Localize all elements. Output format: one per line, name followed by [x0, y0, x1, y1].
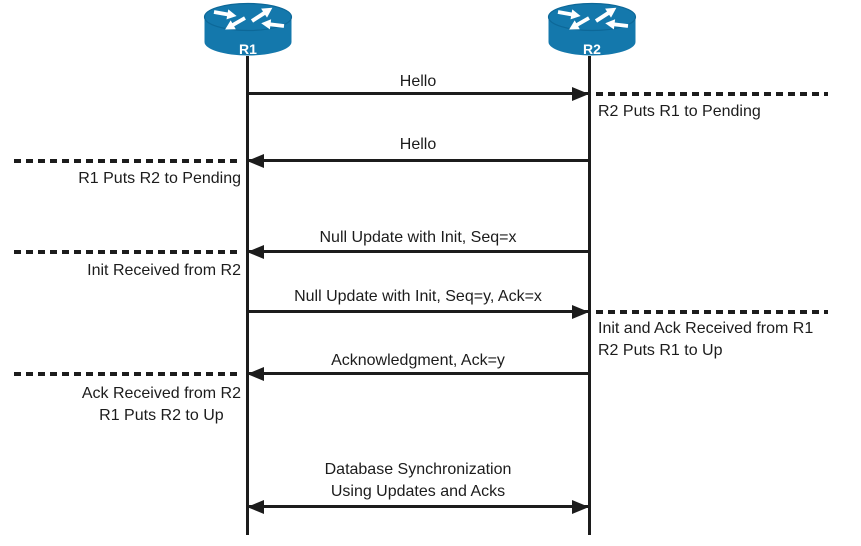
message-label-db-sync: Database Synchronization Using Updates a… [247, 459, 589, 503]
message-arrow-null-update-1 [247, 244, 589, 259]
message-arrow-null-update-2 [247, 304, 589, 319]
annotation-r1-pending: R1 Puts R2 to Pending [78, 168, 241, 190]
arrowhead-left-icon [247, 244, 264, 259]
annotation-line: R1 Puts R2 to Pending [78, 170, 241, 187]
message-label-ack: Acknowledgment, Ack=y [331, 352, 505, 369]
router-arrows-icon [557, 7, 629, 30]
annotation-r2-pending: R2 Puts R1 to Pending [598, 101, 761, 123]
router-arrows-icon [213, 7, 285, 30]
router-icon-r1: R1 [203, 2, 293, 57]
annotation-dash-left-2 [14, 250, 241, 254]
annotation-line: R2 Puts R1 to Up [598, 342, 723, 359]
annotation-r2-up: Init and Ack Received from R1 R2 Puts R1… [598, 318, 813, 362]
message-arrow-hello-2 [247, 153, 589, 168]
arrowhead-right-icon [572, 86, 589, 101]
annotation-init-received: Init Received from R2 [87, 260, 241, 282]
router-icon-r2: R2 [547, 2, 637, 57]
message-label-null-update-2: Null Update with Init, Seq=y, Ack=x [294, 288, 542, 305]
message-label-hello-2: Hello [399, 136, 437, 153]
annotation-dash-left-1 [14, 159, 241, 163]
arrowhead-right-icon [572, 499, 589, 514]
arrowhead-left-icon [247, 499, 264, 514]
annotation-line: R2 Puts R1 to Pending [598, 103, 761, 120]
message-label-hello-1: Hello [399, 73, 437, 90]
message-arrow-ack [247, 366, 589, 381]
annotation-line: Init Received from R2 [87, 262, 241, 279]
arrowhead-right-icon [572, 304, 589, 319]
annotation-line: Init and Ack Received from R1 [598, 320, 814, 337]
arrowhead-left-icon [247, 153, 264, 168]
message-label-null-update-1: Null Update with Init, Seq=x [319, 229, 517, 246]
arrowhead-left-icon [247, 366, 264, 381]
annotation-line: R1 Puts R2 to Up [99, 407, 224, 424]
annotation-line: Ack Received from R2 [81, 385, 241, 402]
message-label-line: Database Synchronization [324, 461, 512, 478]
annotation-r1-up: Ack Received from R2 R1 Puts R2 to Up [82, 383, 241, 427]
message-label-line: Using Updates and Acks [330, 483, 506, 500]
message-arrow-db-sync [247, 499, 589, 514]
annotation-dash-right-1 [596, 92, 828, 96]
lifeline-r2 [588, 56, 591, 535]
router-label-r1: R1 [239, 41, 257, 57]
annotation-dash-right-2 [596, 310, 828, 314]
lifeline-r1 [246, 56, 249, 535]
annotation-dash-left-3 [14, 372, 241, 376]
router-label-r2: R2 [583, 41, 601, 57]
message-arrow-hello-1 [247, 86, 589, 101]
